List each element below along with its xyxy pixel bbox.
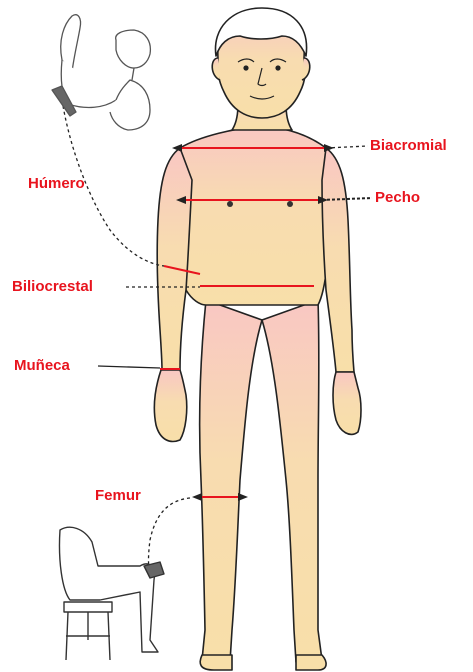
biacromial-label: Biacromial [370,137,447,155]
left-foot [200,655,232,670]
sketch-leg-measurement [59,527,164,660]
sketch-arm-measurement [52,15,150,130]
pecho-label: Pecho [375,189,420,207]
right-hand [333,372,361,434]
femur-label: Femur [95,487,141,505]
muneca-leader [98,366,160,368]
biacromial-leader [326,146,368,148]
muneca-label: Muñeca [14,357,70,375]
right-foot [296,655,326,670]
biliocrestal-label: Biliocrestal [12,278,93,296]
left-arm [157,148,192,370]
torso [178,126,330,305]
humero-label: Húmero [28,175,85,193]
left-hand [154,370,186,441]
standing-figure [154,8,361,670]
right-leg [262,300,322,662]
right-arm [322,148,354,372]
left-leg [200,300,262,662]
